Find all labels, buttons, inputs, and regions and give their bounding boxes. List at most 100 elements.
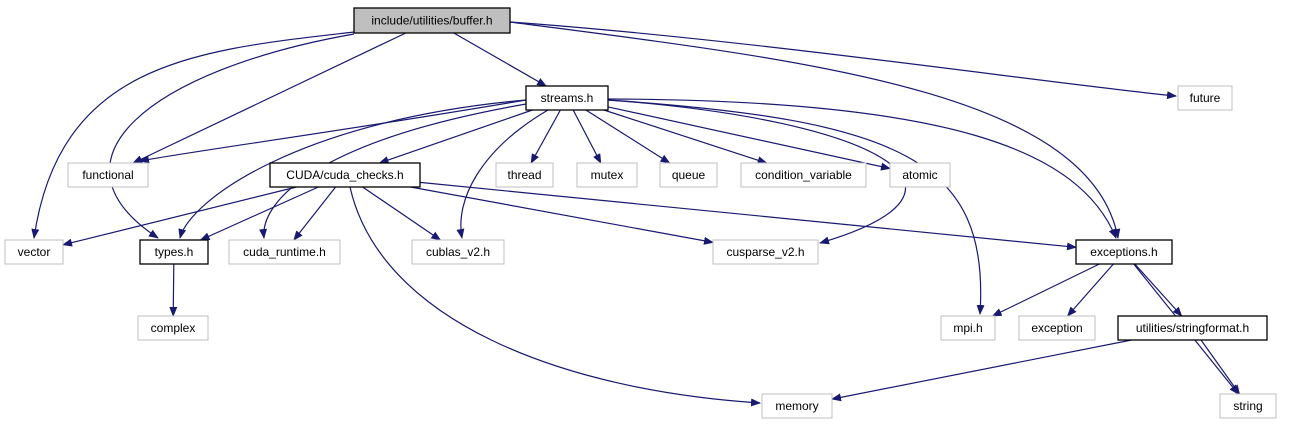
edge-exceptions-to-mpi (991, 263, 1100, 317)
node-buffer-label: include/utilities/buffer.h (371, 14, 492, 28)
node-buffer-box (353, 7, 511, 34)
node-complex: complex (137, 315, 209, 341)
edge-cuda_checks-to-cublas (362, 186, 442, 241)
edge-stringformat-to-string (1200, 339, 1241, 395)
node-vector-box (4, 239, 64, 265)
edge-streams-to-condition_variable (603, 109, 768, 165)
node-queue-label: queue (672, 168, 706, 182)
edge-streams-to-cublas (456, 109, 549, 239)
node-cublas-box (411, 239, 505, 265)
node-thread-label: thread (507, 168, 541, 182)
node-types[interactable]: types.h (139, 239, 209, 265)
node-condition_variable-box (740, 162, 867, 188)
node-cuda_runtime-box (228, 239, 341, 265)
node-mpi-box (940, 315, 996, 341)
node-stringformat-box (1117, 315, 1268, 341)
edge-streams-to-mutex (572, 109, 602, 164)
node-string-box (1219, 393, 1277, 419)
node-exception: exception (1018, 315, 1096, 341)
node-mpi-label: mpi.h (953, 321, 982, 335)
edge-streams-to-cuda_checks (378, 109, 533, 164)
node-complex-label: complex (151, 321, 196, 335)
edge-cuda_checks-to-memory (349, 186, 761, 407)
node-exceptions-box (1075, 239, 1173, 265)
edge-streams-to-cusparse (607, 99, 907, 245)
edge-streams-to-queue (585, 109, 671, 164)
edge-streams-to-functional (139, 99, 527, 164)
edge-buffer-to-future (509, 21, 1177, 100)
edge-buffer-to-streams (453, 32, 547, 87)
node-streams[interactable]: streams.h (525, 85, 609, 111)
node-queue-box (659, 162, 718, 188)
node-cuda_runtime: cuda_runtime.h (228, 239, 341, 265)
node-future: future (1177, 85, 1233, 111)
edge-cuda_checks-to-exceptions (419, 181, 1077, 251)
node-mutex: mutex (576, 162, 638, 188)
node-stringformat[interactable]: utilities/stringformat.h (1117, 315, 1268, 341)
node-stringformat-label: utilities/stringformat.h (1136, 321, 1249, 335)
node-cuda_checks[interactable]: CUDA/cuda_checks.h (269, 162, 421, 188)
edge-streams-to-mpi (607, 99, 985, 315)
node-queue: queue (659, 162, 718, 188)
edge-streams-to-exceptions (607, 98, 1117, 239)
dependency-edges (31, 21, 1241, 407)
node-future-box (1177, 85, 1233, 111)
edge-streams-to-thread (530, 109, 561, 164)
node-vector: vector (4, 239, 64, 265)
node-thread-box (495, 162, 554, 188)
node-atomic-label: atomic (902, 168, 937, 182)
node-cusparse-label: cusparse_v2.h (726, 245, 804, 259)
edge-types-to-complex (169, 263, 178, 317)
node-cuda_checks-label: CUDA/cuda_checks.h (286, 168, 403, 182)
edge-cuda_checks-to-vector (62, 186, 297, 247)
node-functional-label: functional (82, 168, 133, 182)
node-mpi: mpi.h (940, 315, 996, 341)
node-cusparse: cusparse_v2.h (712, 239, 819, 265)
node-types-box (139, 239, 209, 265)
node-memory-label: memory (775, 399, 818, 413)
node-future-label: future (1190, 91, 1221, 105)
node-complex-box (137, 315, 209, 341)
header-nodes: include/utilities/buffer.h streams.h futur… (4, 7, 1277, 419)
node-string: string (1219, 393, 1277, 419)
node-exception-label: exception (1031, 321, 1082, 335)
node-string-label: string (1233, 399, 1262, 413)
edge-buffer-to-types (109, 33, 355, 239)
node-atomic: atomic (889, 162, 951, 188)
node-exceptions-label: exceptions.h (1090, 245, 1157, 259)
node-condition_variable: condition_variable (740, 162, 867, 188)
edge-streams-to-types (178, 99, 527, 239)
edge-buffer-to-exceptions (509, 21, 1121, 239)
node-streams-label: streams.h (541, 91, 594, 105)
edge-cuda_checks-to-types (199, 186, 319, 241)
node-thread: thread (495, 162, 554, 188)
node-exceptions[interactable]: exceptions.h (1075, 239, 1173, 265)
node-atomic-box (889, 162, 951, 188)
edge-exceptions-to-exception (1066, 263, 1114, 317)
node-streams-box (525, 85, 609, 111)
node-vector-label: vector (18, 245, 51, 259)
node-cusparse-box (712, 239, 819, 265)
node-mutex-label: mutex (591, 168, 624, 182)
edge-streams-to-atomic (607, 106, 891, 171)
node-condition_variable-label: condition_variable (755, 168, 852, 182)
node-cublas: cublas_v2.h (411, 239, 505, 265)
node-mutex-box (576, 162, 638, 188)
node-cuda_checks-box (269, 162, 421, 188)
edge-cuda_checks-to-cusparse (410, 186, 714, 245)
node-buffer[interactable]: include/utilities/buffer.h (353, 7, 511, 34)
node-cuda_runtime-label: cuda_runtime.h (243, 245, 326, 259)
node-exception-box (1018, 315, 1096, 341)
node-memory: memory (761, 393, 833, 419)
node-memory-box (761, 393, 833, 419)
node-types-label: types.h (155, 245, 194, 259)
edge-exceptions-to-stringformat (1134, 263, 1183, 317)
edge-stringformat-to-memory (831, 339, 1132, 402)
edge-cuda_checks-to-cuda_runtime (293, 186, 337, 241)
node-functional: functional (67, 162, 149, 188)
node-functional-box (67, 162, 149, 188)
node-cublas-label: cublas_v2.h (426, 245, 490, 259)
edge-buffer-to-functional (132, 32, 407, 164)
edge-buffer-to-vector (31, 31, 355, 239)
